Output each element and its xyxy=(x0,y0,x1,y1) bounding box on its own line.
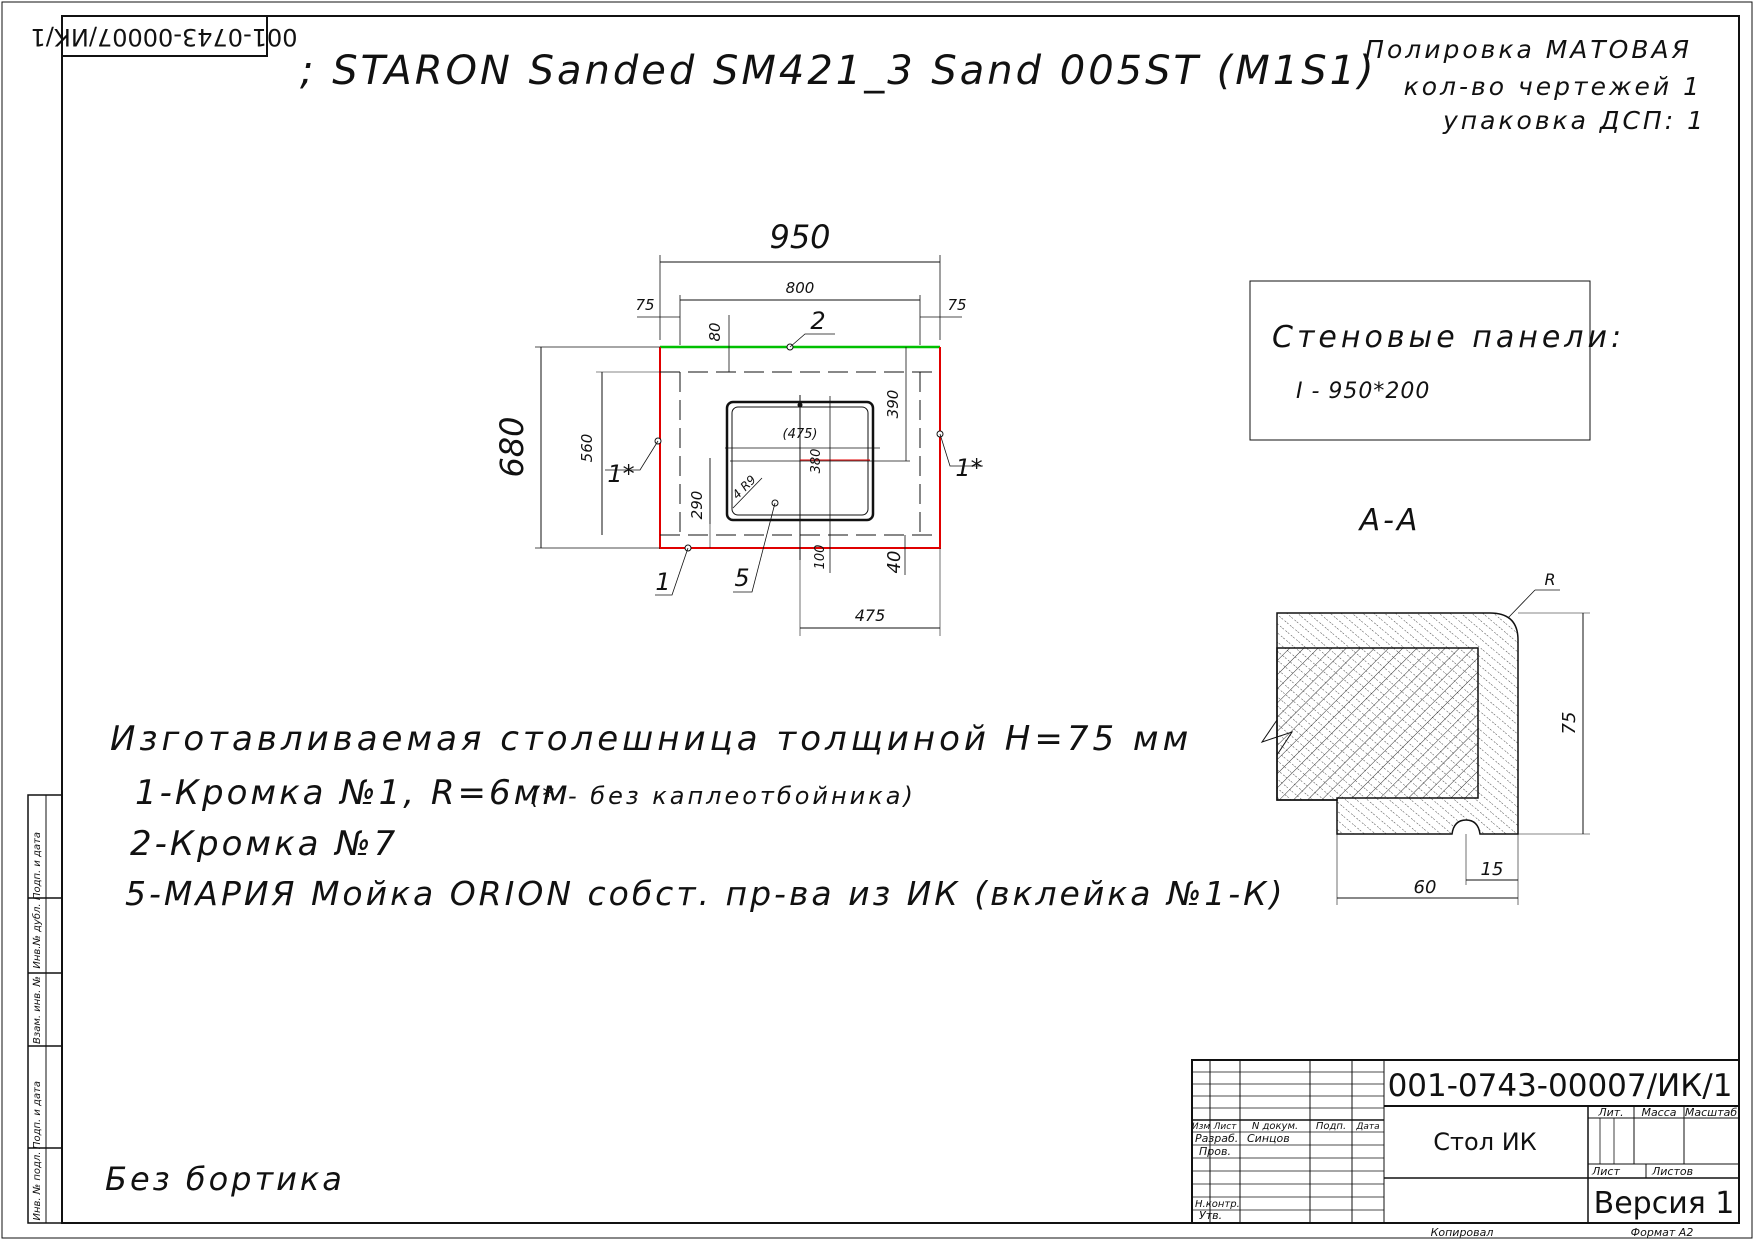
callout-2: 2 xyxy=(810,307,825,335)
dim-680: 680 xyxy=(493,416,531,477)
section-dim-60: 60 xyxy=(1414,877,1437,898)
wall-panels-box: Стеновые панели: I - 950*200 xyxy=(1249,280,1625,441)
tb-role-norm: Н.контр. xyxy=(1195,1199,1240,1210)
note-edge-2: 2-Кромка №7 xyxy=(130,824,398,864)
callout-1: 1 xyxy=(655,568,670,596)
section-radius: R xyxy=(1544,570,1555,589)
tb-mass: Масса xyxy=(1641,1106,1676,1119)
tb-copied: Копировал xyxy=(1431,1226,1494,1239)
tb-lit: Лит. xyxy=(1597,1106,1623,1119)
dim-950: 950 xyxy=(769,218,830,256)
callout-1star-left: 1* xyxy=(607,460,634,488)
stamp-code-text: 001-0743-00007/ИК/1 xyxy=(31,23,298,51)
dim-560: 560 xyxy=(578,434,596,463)
info-polish: Полировка МАТОВАЯ xyxy=(1365,35,1692,64)
dim-380: 380 xyxy=(809,449,824,474)
tb-code: 001-0743-00007/ИК/1 xyxy=(1388,1068,1733,1104)
side-label-2: Инв.№ дубл. xyxy=(31,903,43,968)
dim-75-left: 75 xyxy=(635,296,654,314)
note-edge-1: 1-Кромка №1, R=6мм xyxy=(135,773,571,813)
tb-header-date: Дата xyxy=(1355,1122,1379,1132)
tb-role-checked: Пров. xyxy=(1199,1145,1231,1158)
tb-header-izm: Изм xyxy=(1192,1122,1211,1132)
section-dim-15: 15 xyxy=(1481,859,1504,880)
note-thickness: Изготавливаемая столешница толщиной H=75… xyxy=(110,719,1192,759)
stamp-top-left: 001-0743-00007/ИК/1 xyxy=(31,15,298,57)
tb-format: Формат A2 xyxy=(1631,1226,1694,1239)
plan-view: 950 800 75 75 80 680 560 290 390 380 (47… xyxy=(493,218,983,636)
callout-5: 5 xyxy=(734,564,749,592)
tb-sheets: Листов xyxy=(1651,1165,1693,1178)
note-edge-1-remark: (* - без каплеотбойника) xyxy=(530,782,916,810)
tb-header-sign: Подп. xyxy=(1316,1121,1346,1132)
tb-header-ndoc: N докум. xyxy=(1252,1121,1298,1132)
tb-sheet: Лист xyxy=(1591,1165,1620,1178)
note-no-edge: Без бортика xyxy=(105,1160,345,1198)
dim-40: 40 xyxy=(884,551,905,574)
note-sink: 5-МАРИЯ Мойка ORION собст. пр-ва из ИК (… xyxy=(125,874,1285,913)
tb-role-approved: Утв. xyxy=(1199,1209,1222,1222)
material-title: ; STARON Sanded SM421_3 Sand 005ST (M1S1… xyxy=(300,48,1377,94)
dim-radius: 4 R9 xyxy=(730,473,759,502)
dim-475-bottom: 475 xyxy=(855,606,886,625)
dim-290: 290 xyxy=(688,491,706,520)
tb-name: Стол ИК xyxy=(1433,1128,1536,1156)
section-aa: A-A R 75 60 15 xyxy=(1260,503,1590,905)
inner-frame xyxy=(61,15,1740,1224)
wall-panels-title: Стеновые панели: xyxy=(1272,320,1625,355)
tb-header-list: Лист xyxy=(1213,1122,1238,1132)
side-label-3: Взам. инв. № xyxy=(32,976,43,1044)
section-dim-75: 75 xyxy=(1559,712,1580,735)
dim-80: 80 xyxy=(706,322,724,341)
callout-1star-right: 1* xyxy=(955,454,982,482)
side-strip: Подп. и дата Инв.№ дубл. Взам. инв. № По… xyxy=(27,794,63,1224)
tb-role-developer: Разраб. xyxy=(1195,1132,1238,1145)
dim-800: 800 xyxy=(786,279,815,297)
notes: Изготавливаемая столешница толщиной H=75… xyxy=(105,719,1285,1198)
dim-390: 390 xyxy=(884,390,902,419)
wall-panels-item: I - 950*200 xyxy=(1296,379,1430,404)
info-drawings: кол-во чертежей 1 xyxy=(1404,72,1702,101)
dim-100: 100 xyxy=(813,545,828,570)
tb-developer-name: Синцов xyxy=(1247,1132,1290,1145)
tb-scale: Масштаб xyxy=(1685,1106,1737,1119)
dim-75-right: 75 xyxy=(947,296,966,314)
title-block: Изм Лист N докум. Подп. Дата Разраб. Син… xyxy=(1191,1059,1740,1224)
side-label-5: Инв. № подл. xyxy=(32,1152,43,1221)
tb-version: Версия 1 xyxy=(1594,1186,1735,1221)
info-packing: упаковка ДСП: 1 xyxy=(1442,106,1706,135)
side-label-1: Подп. и дата xyxy=(32,832,43,900)
section-title: A-A xyxy=(1358,503,1421,538)
dim-475-sink: (475) xyxy=(783,427,818,442)
side-label-4: Подп. и дата xyxy=(32,1081,43,1149)
